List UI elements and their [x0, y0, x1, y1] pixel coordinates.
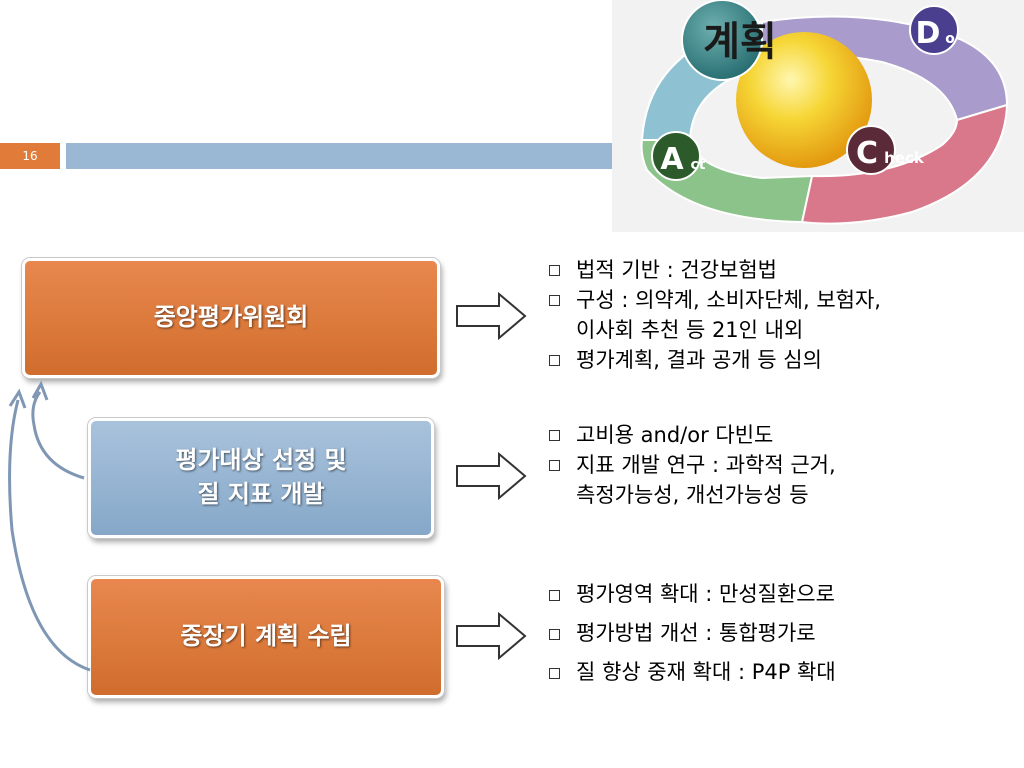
- pdca-act-label-big: A: [660, 142, 684, 177]
- committee-box: 중앙평가위원회: [22, 258, 440, 378]
- list-item: 지표 개발 연구 : 과학적 근거, 측정가능성, 개선가능성 등: [548, 450, 836, 510]
- arrow-right-icon: [456, 612, 527, 660]
- pdca-center-ball: [736, 32, 872, 168]
- list-item: 평가계획, 결과 공개 등 심의: [548, 345, 881, 375]
- list-item: 질 향상 중재 확대 : P4P 확대: [548, 653, 836, 692]
- arrow-right-icon: [456, 292, 527, 340]
- long-term-plan-box-label: 중장기 계획 수립: [180, 622, 352, 651]
- list-item: 고비용 and/or 다빈도: [548, 420, 836, 450]
- slide-number: 16: [0, 143, 60, 169]
- indicator-bullet-list: 고비용 and/or 다빈도 지표 개발 연구 : 과학적 근거, 측정가능성,…: [548, 420, 836, 510]
- pdca-act-label-small: ct: [691, 157, 706, 173]
- arrow-right-icon: [456, 452, 527, 500]
- pdca-check-label-small: heck: [884, 149, 925, 167]
- long-term-bullet-list: 평가영역 확대 : 만성질환으로 평가방법 개선 : 통합평가로 질 향상 중재…: [548, 575, 836, 692]
- feedback-curve-arrows: [8, 380, 91, 672]
- pdca-plan-label: 계획: [703, 19, 777, 65]
- pdca-plan-disc: [681, 0, 763, 81]
- indicator-development-box-label: 평가대상 선정 및 질 지표 개발: [175, 446, 347, 508]
- committee-box-label: 중앙평가위원회: [153, 303, 309, 332]
- feedback-arrow-short: [31, 391, 85, 480]
- long-term-plan-box: 중장기 계획 수립: [88, 576, 444, 698]
- list-item: 평가방법 개선 : 통합평가로: [548, 614, 836, 653]
- pdca-do-disc: [909, 5, 959, 55]
- pdca-act-disc: [651, 131, 701, 181]
- pdca-check-label-big: C: [856, 136, 878, 171]
- indicator-development-box: 평가대상 선정 및 질 지표 개발: [88, 418, 434, 538]
- list-item: 구성 : 의약계, 소비자단체, 보험자, 이사회 추천 등 21인 내외: [548, 285, 881, 345]
- pdca-check-disc: [846, 125, 896, 175]
- pdca-do-label-small: o: [945, 31, 955, 47]
- committee-bullet-list: 법적 기반 : 건강보험법 구성 : 의약계, 소비자단체, 보험자, 이사회 …: [548, 255, 881, 375]
- pdca-do-label-big: D: [916, 16, 941, 51]
- feedback-arrow-long: [8, 399, 91, 672]
- list-item: 평가영역 확대 : 만성질환으로: [548, 575, 836, 614]
- pdca-cycle-graphic: 계획 D o C heck A ct: [612, 0, 1024, 232]
- list-item: 법적 기반 : 건강보험법: [548, 255, 881, 285]
